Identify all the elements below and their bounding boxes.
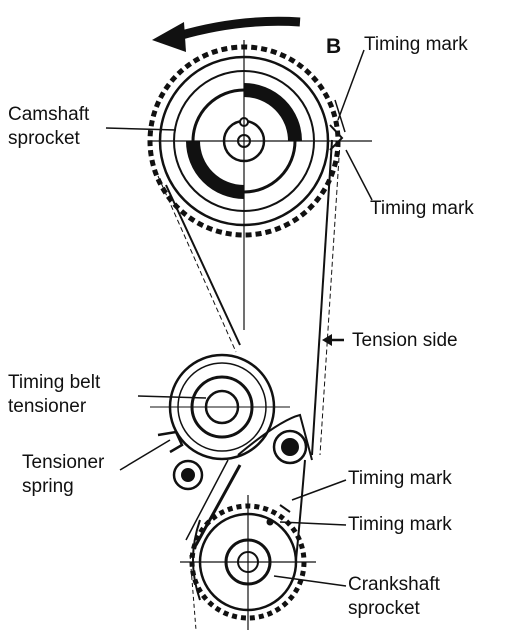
timing-belt-tensioner-label-line1: Timing belt xyxy=(8,372,101,393)
rotation-marker-label: B xyxy=(326,35,342,58)
leader-lines xyxy=(105,49,373,587)
tension-side-arrow-icon xyxy=(322,334,344,346)
timing-belt-tensioner xyxy=(150,353,313,491)
tension-side-label: Tension side xyxy=(352,330,458,351)
crankshaft-sprocket-label-line2: sprocket xyxy=(348,598,420,619)
camshaft-sprocket xyxy=(147,40,372,330)
tensioner-spring-label-line2: spring xyxy=(22,476,74,497)
rotation-arrow-icon xyxy=(152,16,301,52)
crankshaft-sprocket-label-line1: Crankshaft xyxy=(348,574,440,595)
camshaft-sprocket-label-line2: sprocket xyxy=(8,128,80,149)
camshaft-sprocket-label-line1: Camshaft xyxy=(8,104,90,125)
timing-mark-cam-lower-label: Timing mark xyxy=(370,198,474,219)
tensioner-spring-label-line1: Tensioner xyxy=(22,452,105,473)
timing-belt xyxy=(157,139,341,631)
timing-mark-top-label: Timing mark xyxy=(364,34,468,55)
timing-mark-crank-upper-label: Timing mark xyxy=(348,468,452,489)
timing-mark-crank-lower-label: Timing mark xyxy=(348,514,452,535)
crankshaft-sprocket xyxy=(180,495,316,630)
tensioner-spring xyxy=(157,430,242,546)
timing-belt-tensioner-label-line2: tensioner xyxy=(8,396,87,417)
